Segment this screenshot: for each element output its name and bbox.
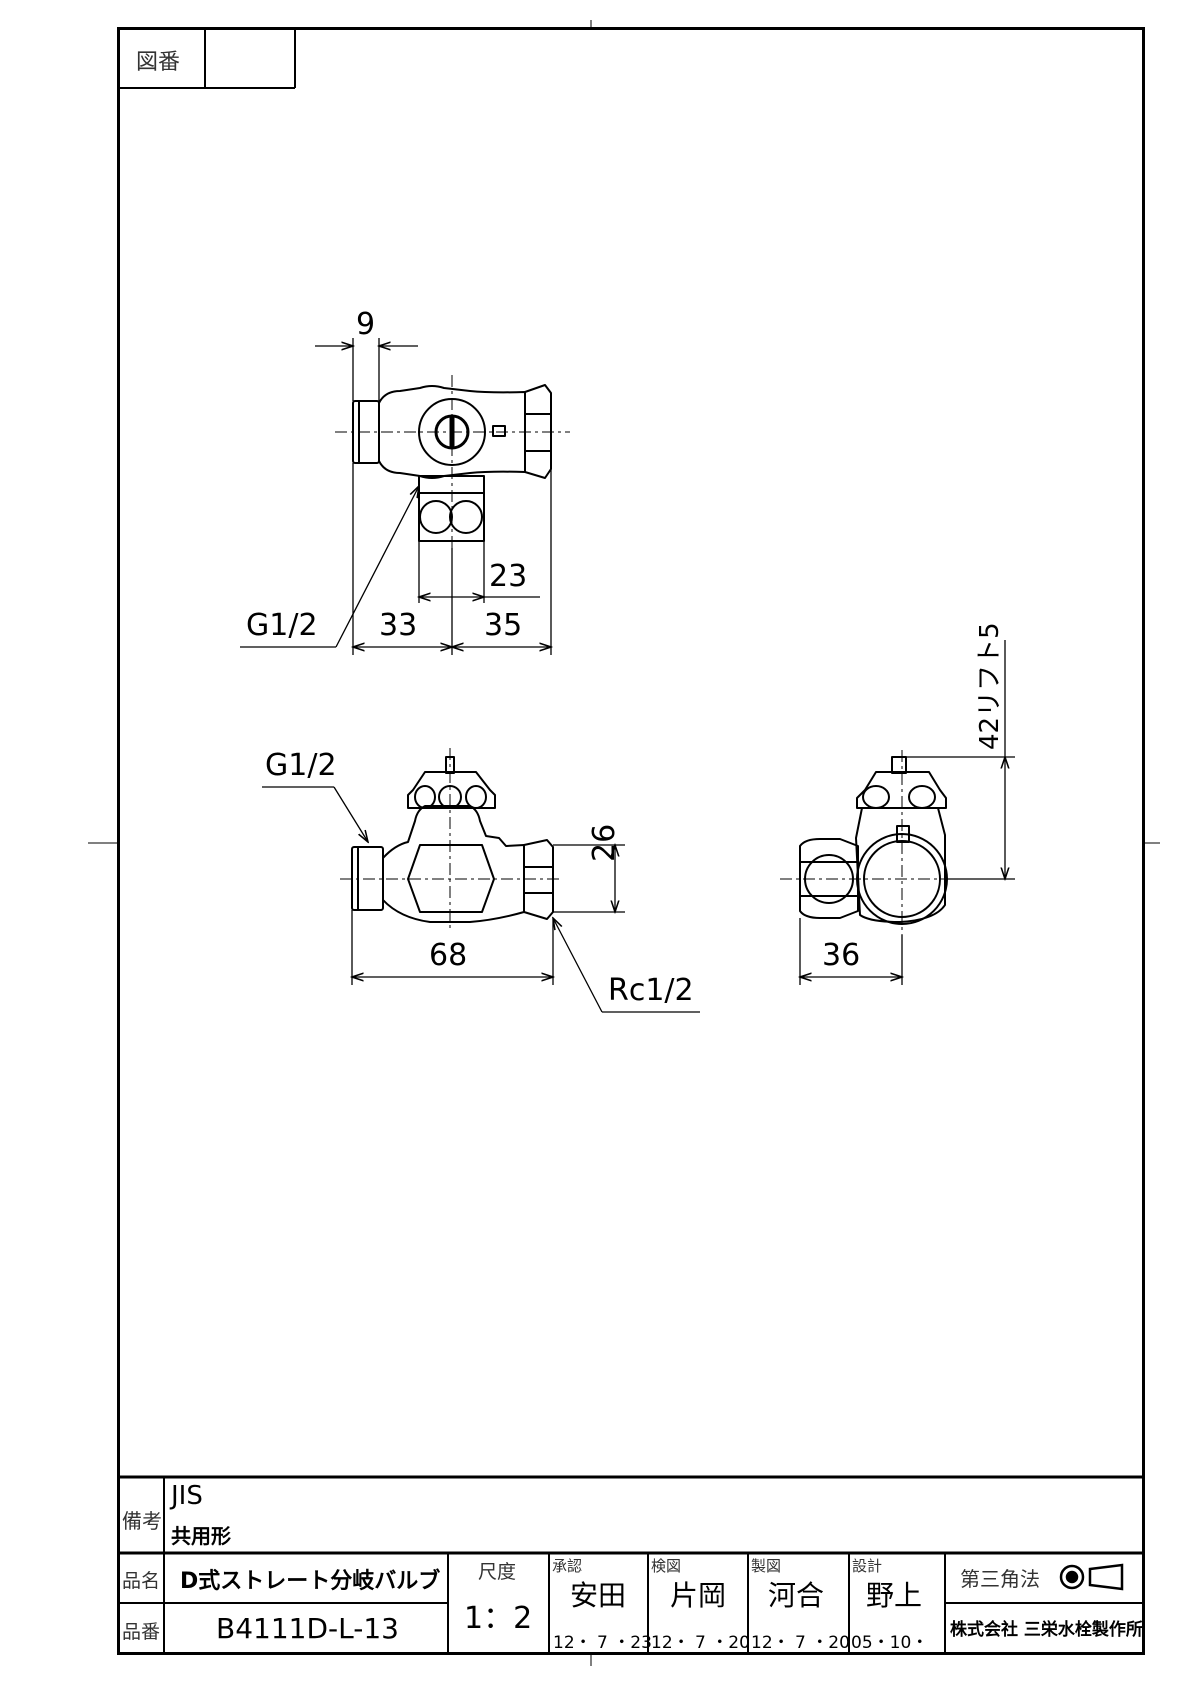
top-view <box>335 375 570 548</box>
thread-front-label: G1/2 <box>265 748 337 783</box>
remarks-line2: 共用形 <box>171 1524 231 1548</box>
check-name: 片岡 <box>670 1579 727 1612</box>
check-date: 12・ 7 ・20 <box>651 1633 750 1653</box>
remarks-label: 備考 <box>122 1509 162 1533</box>
drawing-number-label: 図番 <box>136 50 181 75</box>
company-name: 株式会社 三栄水栓製作所 <box>950 1620 1143 1640</box>
scale-label: 尺度 <box>478 1561 517 1583</box>
remarks-line1: JIS <box>171 1481 203 1511</box>
dim-overall-length: 68 <box>429 938 468 973</box>
drawn-name: 河合 <box>768 1579 825 1612</box>
approval-name: 安田 <box>570 1579 627 1612</box>
dim-left-length: 33 <box>379 608 418 643</box>
side-view <box>780 750 960 935</box>
front-view <box>340 748 560 930</box>
thread-outlet-label: Rc1/2 <box>608 973 694 1008</box>
product-name: D式ストレート分岐バルブ <box>180 1569 441 1594</box>
product-name-label: 品名 <box>122 1570 161 1592</box>
design-label: 設計 <box>852 1557 883 1575</box>
dim-outlet-width: 23 <box>489 559 528 594</box>
dim-lift: 42リフト5 <box>975 622 1005 750</box>
approval-date: 12・ 7 ・23 <box>553 1633 652 1653</box>
check-label: 検図 <box>651 1557 682 1575</box>
scale-value: 1：2 <box>464 1601 533 1636</box>
dim-side-width: 36 <box>822 938 861 973</box>
product-number-label: 品番 <box>122 1621 161 1643</box>
drawn-date: 12・ 7 ・20 <box>751 1633 850 1653</box>
product-number: B4111D-L-13 <box>216 1612 399 1645</box>
drawn-label: 製図 <box>751 1557 782 1575</box>
drawing-frame <box>117 27 1145 1655</box>
design-name: 野上 <box>866 1579 923 1612</box>
dim-top-width: 9 <box>356 307 376 342</box>
design-date: 05・10・ <box>851 1633 929 1653</box>
projection-label: 第三角法 <box>960 1567 1040 1591</box>
approval-label: 承認 <box>552 1557 583 1575</box>
thread-top-label: G1/2 <box>246 608 318 643</box>
dim-right-length: 35 <box>484 608 523 643</box>
third-angle-symbol <box>1059 1563 1124 1591</box>
dim-height: 26 <box>587 823 622 862</box>
